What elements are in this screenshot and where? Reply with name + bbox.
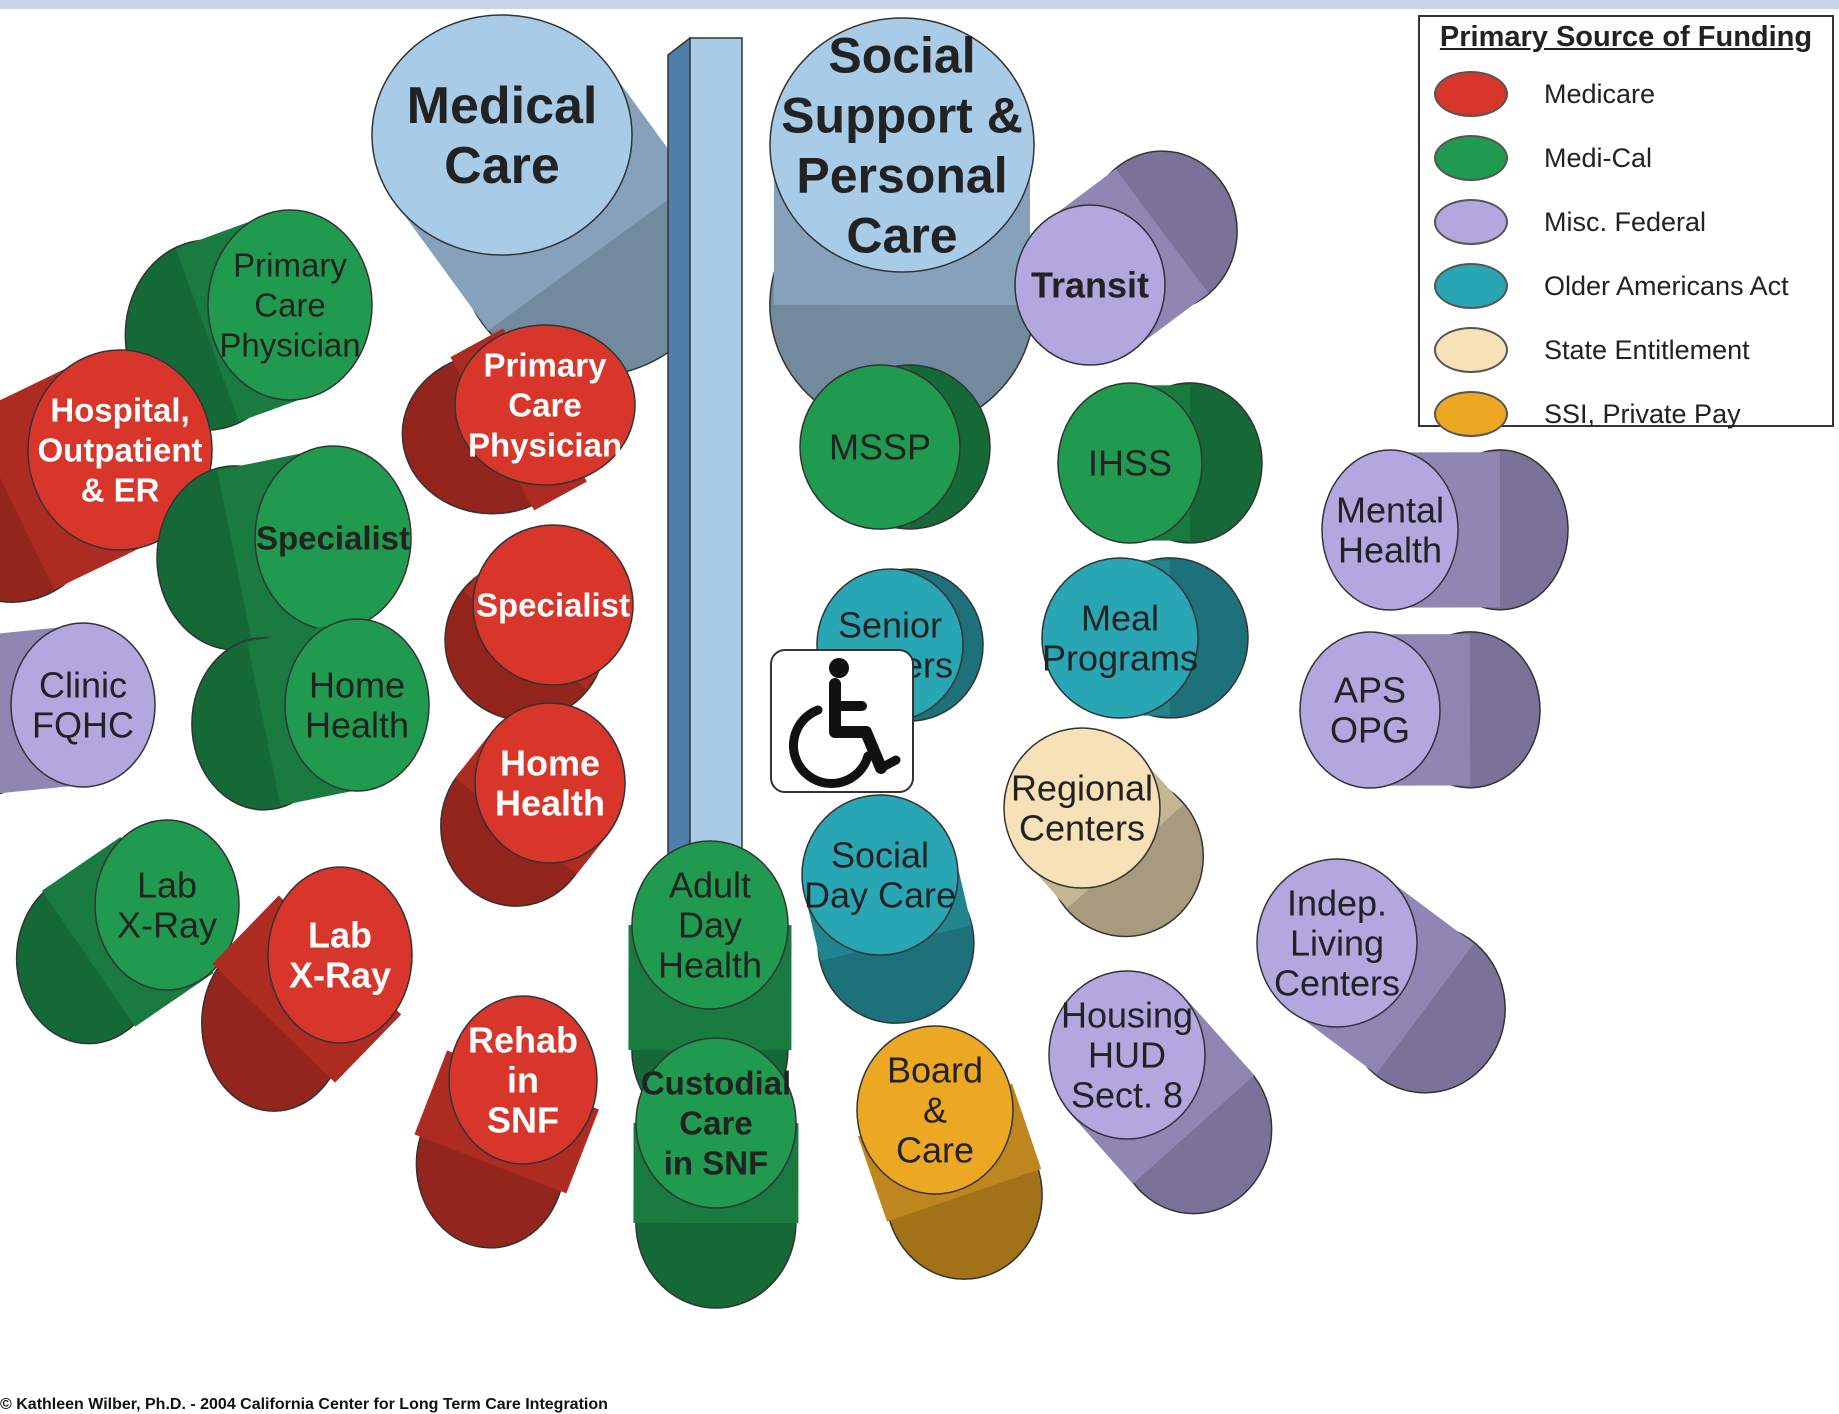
center-divider <box>667 36 743 957</box>
service-mssp: MSSP <box>799 364 991 530</box>
legend-item-oaa: Older Americans Act <box>1420 259 1832 315</box>
legend-label-medicare: Medicare <box>1544 79 1656 109</box>
legend-title: Primary Source of Funding <box>1439 21 1813 53</box>
service-specialist-medicare: Specialist <box>444 524 634 721</box>
service-label-board-care: Board&Care <box>887 1050 983 1171</box>
service-label-specialist-medical: Specialist <box>256 520 410 557</box>
service-label-ihss: IHSS <box>1088 443 1172 484</box>
service-board-care: Board&Care <box>856 1025 1043 1280</box>
service-ihss: IHSS <box>1057 382 1263 544</box>
legend-item-ssi: SSI, Private Pay <box>1420 387 1832 443</box>
service-specialist-medical: Specialist <box>156 445 412 651</box>
service-label-transit: Transit <box>1031 265 1149 306</box>
legend-swatch-medicare <box>1434 71 1508 117</box>
service-label-hospital: Hospital,Outpatient& ER <box>38 392 203 509</box>
legend-swatch-medical <box>1434 135 1508 181</box>
legend-label-medical: Medi-Cal <box>1544 143 1653 173</box>
legend-swatch-federal <box>1434 199 1508 245</box>
legend-label-federal: Misc. Federal <box>1544 207 1707 237</box>
legend-swatch-oaa <box>1434 263 1508 309</box>
legend-swatch-state <box>1434 327 1508 373</box>
legend-item-federal: Misc. Federal <box>1420 195 1832 251</box>
legend-item-state: State Entitlement <box>1420 323 1832 379</box>
legend-label-oaa: Older Americans Act <box>1544 271 1789 301</box>
service-label-specialist-medicare: Specialist <box>476 587 630 624</box>
legend-item-medical: Medi-Cal <box>1420 131 1832 187</box>
service-label-mssp: MSSP <box>829 427 931 468</box>
top-strip <box>0 0 1839 9</box>
service-hospital: Hospital,Outpatient& ER <box>0 349 213 603</box>
service-transit: Transit <box>1014 150 1238 366</box>
legend-swatch-ssi <box>1434 391 1508 437</box>
legend-label-state: State Entitlement <box>1544 335 1750 365</box>
copyright-notice: © Kathleen Wilber, Ph.D. - 2004 Californ… <box>0 1396 608 1413</box>
wheelchair-icon <box>770 649 914 793</box>
legend-item-medicare: Medicare <box>1420 67 1832 123</box>
legend-label-ssi: SSI, Private Pay <box>1544 399 1741 429</box>
